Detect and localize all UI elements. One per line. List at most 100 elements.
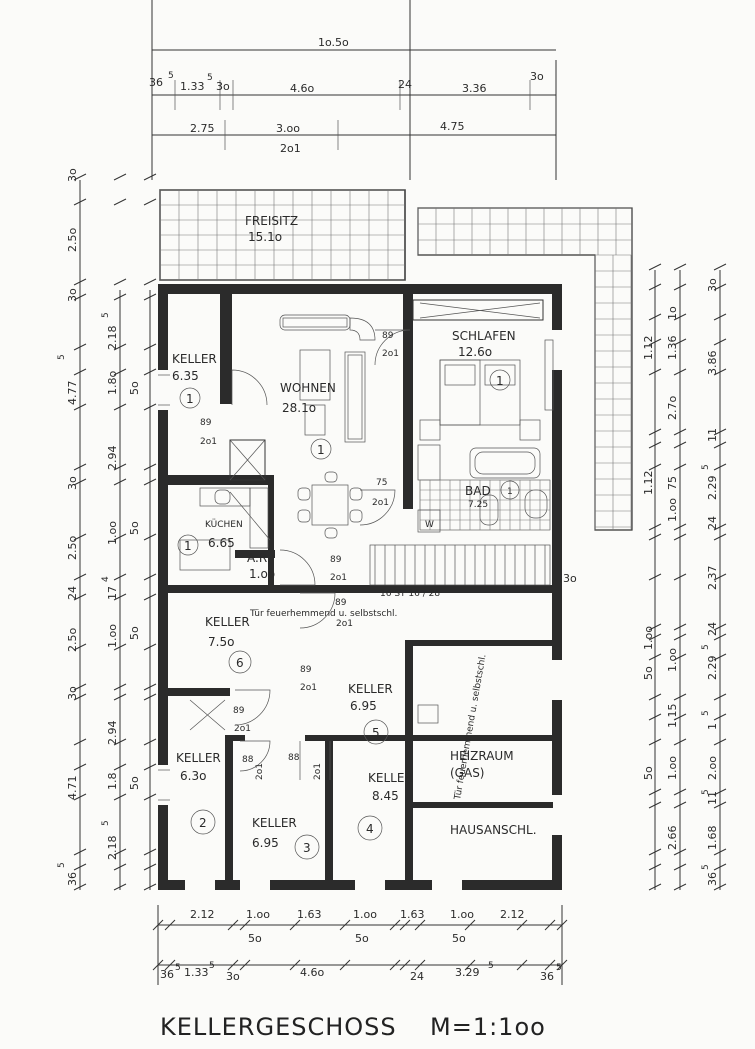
dim-text: 5 <box>701 464 711 470</box>
drawing-line <box>227 959 239 971</box>
drawing-line <box>389 919 401 931</box>
plan-scale: M=1:1oo <box>430 1013 546 1041</box>
dim-text: 36 <box>160 968 174 981</box>
dim-text: 2.5o <box>66 228 79 252</box>
dim-text: 1.oo <box>666 756 679 780</box>
dim-text: 2o1 <box>280 142 301 155</box>
drawing-line <box>113 693 127 701</box>
wc-label: W <box>425 520 434 530</box>
dim-text: 1.12 <box>642 471 655 496</box>
drawing-line <box>713 653 727 661</box>
door-height: 2o1 <box>336 619 353 629</box>
drawing-line <box>73 343 87 351</box>
drawing-line <box>464 959 476 971</box>
dim-text: 5 <box>175 963 181 973</box>
drawing-line <box>516 919 528 931</box>
room-number: 6 <box>236 656 244 670</box>
dim-text: 1 <box>706 723 719 730</box>
dim-text: 24 <box>398 78 412 91</box>
dim-text: 5o <box>128 776 141 790</box>
dim-text: 5 <box>701 864 711 870</box>
dim-text: 3o <box>66 476 79 490</box>
drawing-line <box>713 848 727 856</box>
plan-title: KELLERGESCHOSS <box>160 1013 397 1041</box>
drawing-line <box>73 368 87 376</box>
drawing-line <box>143 573 157 581</box>
drawing-line <box>113 403 127 411</box>
drawing-line <box>648 693 662 701</box>
room-number-circle <box>177 534 199 556</box>
drawing-line <box>673 633 687 641</box>
door-width: 89 <box>335 598 347 608</box>
drawing-line <box>713 428 727 436</box>
drawing-line <box>713 863 727 871</box>
door-height: 2o1 <box>372 498 389 508</box>
dim-text: 2.29 <box>706 656 719 681</box>
drawing-line <box>648 623 662 631</box>
drawing-line <box>113 738 127 746</box>
dim-text: 3o <box>216 80 230 93</box>
drawing-line <box>713 573 727 581</box>
drawing-line <box>648 633 662 641</box>
drawing-line <box>113 593 127 601</box>
room-name: SCHLAFEN <box>452 329 516 343</box>
room-number: 2 <box>199 816 207 830</box>
drawing-line <box>673 338 687 346</box>
dim-text: 5o <box>642 766 655 780</box>
drawing-line <box>713 738 727 746</box>
door-width: 89 <box>330 555 342 565</box>
room-area: 6.95 <box>350 699 377 713</box>
drawing-line <box>143 593 157 601</box>
drawing-line <box>713 788 727 796</box>
drawing-line <box>73 478 87 486</box>
drawing-line <box>713 441 727 449</box>
drawing-line <box>143 293 157 301</box>
door-width: 75 <box>376 478 387 488</box>
drawing-line <box>143 173 157 181</box>
freisitz-area: 15.1o <box>248 230 282 244</box>
drawing-line <box>648 463 662 471</box>
dim-text: 1.63 <box>400 908 425 921</box>
right-dimensions: 3o 3.86 11 2.29 5 24 2.37 24 2.29 5 1 5 … <box>563 263 727 891</box>
room-area: 28.1o <box>282 401 316 415</box>
room-labels: KELLER 6.35 1 WOHNEN 28.1o 1 SCHLAFEN 12… <box>172 329 537 860</box>
dim-text: 3o <box>226 970 240 983</box>
drawing-line <box>152 959 164 971</box>
room-number: 5 <box>372 726 380 740</box>
door-height: 2o1 <box>255 763 265 780</box>
drawing-line <box>713 633 727 641</box>
room-name: KELLER <box>172 352 217 366</box>
room-number-circle <box>489 369 511 391</box>
dim-text: 1o <box>666 306 679 320</box>
drawing-line <box>713 693 727 701</box>
dim-text: 2.5o <box>66 536 79 560</box>
drawing-line <box>673 788 687 796</box>
room-number-circle <box>179 387 201 409</box>
drawing-line <box>152 919 164 931</box>
drawing-line <box>673 623 687 631</box>
drawing-line <box>143 403 157 411</box>
door-dimensions: 89 2o1 89 2o1 75 2o1 89 2o1 89 2o1 89 2o… <box>200 331 399 780</box>
dim-text: 1.oo <box>246 908 270 921</box>
drawing-line <box>713 263 727 271</box>
drawing-line <box>143 883 157 891</box>
drawing-line <box>113 848 127 856</box>
drawing-line <box>113 173 127 181</box>
dim-text: 4.71 <box>66 776 79 801</box>
drawing-line <box>648 523 662 531</box>
dim-text: 5 <box>701 789 711 795</box>
drawing-line <box>113 643 127 651</box>
drawing-line <box>673 523 687 531</box>
drawing-title: KELLERGESCHOSS M=1:1oo <box>160 1013 546 1041</box>
drawing-line <box>113 533 127 541</box>
room-name: WOHNEN <box>280 381 336 395</box>
drawing-line <box>143 738 157 746</box>
dim-text: 36 <box>540 970 554 983</box>
drawing-line <box>673 533 687 541</box>
dim-text: 5 <box>488 961 494 971</box>
dim-text: 2.12 <box>500 908 525 921</box>
drawing-line <box>289 959 301 971</box>
drawing-line <box>73 463 87 471</box>
drawing-line <box>113 883 127 891</box>
